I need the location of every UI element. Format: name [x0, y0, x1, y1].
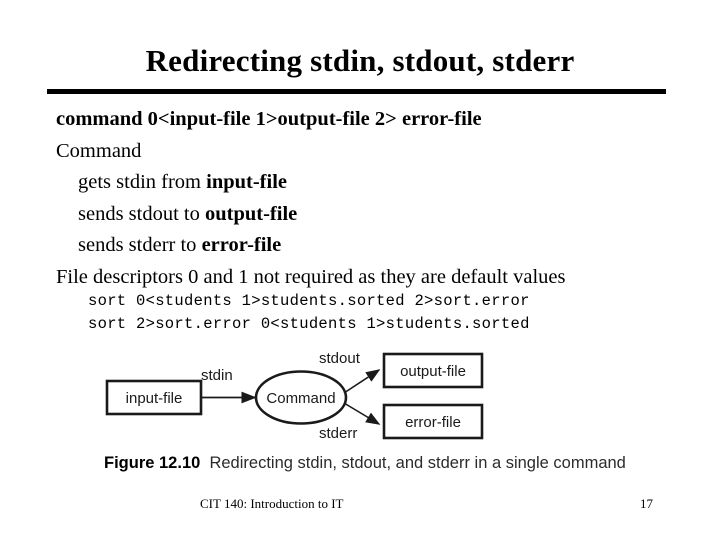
body-line-stdin: gets stdin from input-file [56, 167, 696, 199]
body-line-stdin-prefix: gets stdin from [78, 171, 207, 193]
body-line-stdin-emphasis: input-file [206, 171, 287, 193]
body-line-stdout: sends stdout to output-file [56, 199, 696, 231]
footer-course-label: CIT 140: Introduction to IT [200, 496, 344, 511]
page-title: Redirecting stdin, stdout, stderr [145, 43, 575, 78]
figure-caption: Figure 12.10 Redirecting stdin, stdout, … [104, 453, 664, 473]
body-line-command-syntax: command 0<input-file 1>output-file 2> er… [56, 108, 482, 130]
code-example-block: sort 0<students 1>students.sorted 2>sort… [88, 290, 648, 336]
diagram-command-label: Command [266, 390, 335, 407]
diagram-stdin-label: stdin [201, 367, 233, 384]
diagram-svg: input-file stdin Command stdout stderr o… [105, 350, 484, 442]
body-line-stderr: sends stderr to error-file [56, 230, 696, 262]
code-line-2: sort 2>sort.error 0<students 1>students.… [88, 315, 530, 333]
diagram-error-file-box [382, 403, 484, 440]
redirection-diagram: input-file stdin Command stdout stderr o… [100, 348, 620, 448]
diagram-stderr-arrow [343, 402, 381, 425]
footer-page-number: 17 [640, 496, 653, 511]
diagram-stderr-label: stderr [319, 425, 357, 442]
figure-caption-label: Figure 12.10 [104, 454, 201, 472]
diagram-error-file-label: error-file [405, 414, 461, 431]
diagram-input-file-label: input-file [126, 390, 183, 407]
body-line-command: Command [56, 139, 142, 162]
title-divider [47, 89, 666, 94]
diagram-stdout-label: stdout [319, 350, 361, 367]
body-line-stderr-emphasis: error-file [201, 234, 282, 256]
figure-caption-text: Redirecting stdin, stdout, and stderr in… [209, 454, 626, 472]
diagram-output-file-box [382, 352, 484, 389]
body-text-block: command 0<input-file 1>output-file 2> er… [56, 104, 696, 293]
diagram-stdout-arrow [343, 369, 381, 394]
body-line-stdout-prefix: sends stdout to [78, 202, 205, 225]
body-line-file-descriptors: File descriptors 0 and 1 not required as… [56, 265, 566, 288]
body-line-stderr-prefix: sends stderr to [78, 234, 202, 256]
diagram-input-file-box [105, 379, 203, 416]
code-line-1: sort 0<students 1>students.sorted 2>sort… [88, 292, 530, 310]
body-line-stdout-emphasis: output-file [205, 202, 298, 225]
diagram-output-file-label: output-file [400, 363, 466, 380]
diagram-command-ellipse [254, 370, 348, 425]
